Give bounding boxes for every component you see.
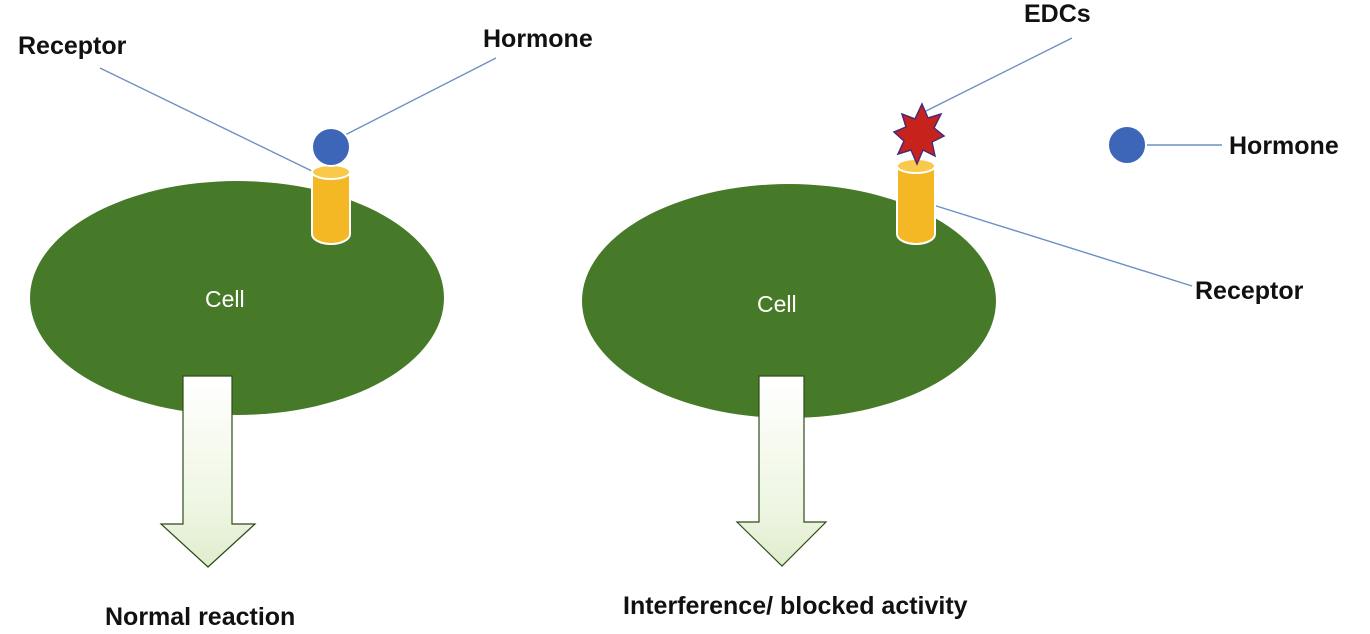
hormone-leader-line (344, 57, 497, 136)
receptor-icon (311, 164, 351, 245)
outcome-label: Normal reaction (105, 603, 295, 631)
receptor-leader-line (929, 203, 1193, 287)
down-arrow-icon (735, 375, 828, 567)
receptor-icon (896, 158, 936, 245)
receptor-leader-line (99, 67, 319, 175)
left-panel: Receptor Hormone Cell Normal reaction (18, 25, 593, 631)
right-panel: EDCs Hormone Receptor Cell Interference/… (582, 0, 1339, 620)
cell-label: Cell (757, 291, 797, 317)
receptor-label: Receptor (1195, 277, 1304, 305)
edcs-leader-line (923, 37, 1073, 113)
edc-starburst-icon (892, 102, 946, 166)
hormone-label: Hormone (483, 25, 593, 53)
hormone-icon (1107, 125, 1147, 165)
outcome-label: Interference/ blocked activity (623, 592, 968, 620)
hormone-label: Hormone (1229, 132, 1339, 160)
edcs-label: EDCs (1024, 0, 1091, 28)
cell (582, 184, 996, 418)
receptor-label: Receptor (18, 32, 127, 60)
hormone-icon (311, 127, 351, 167)
cell-label: Cell (205, 286, 245, 312)
down-arrow-icon (159, 375, 257, 568)
